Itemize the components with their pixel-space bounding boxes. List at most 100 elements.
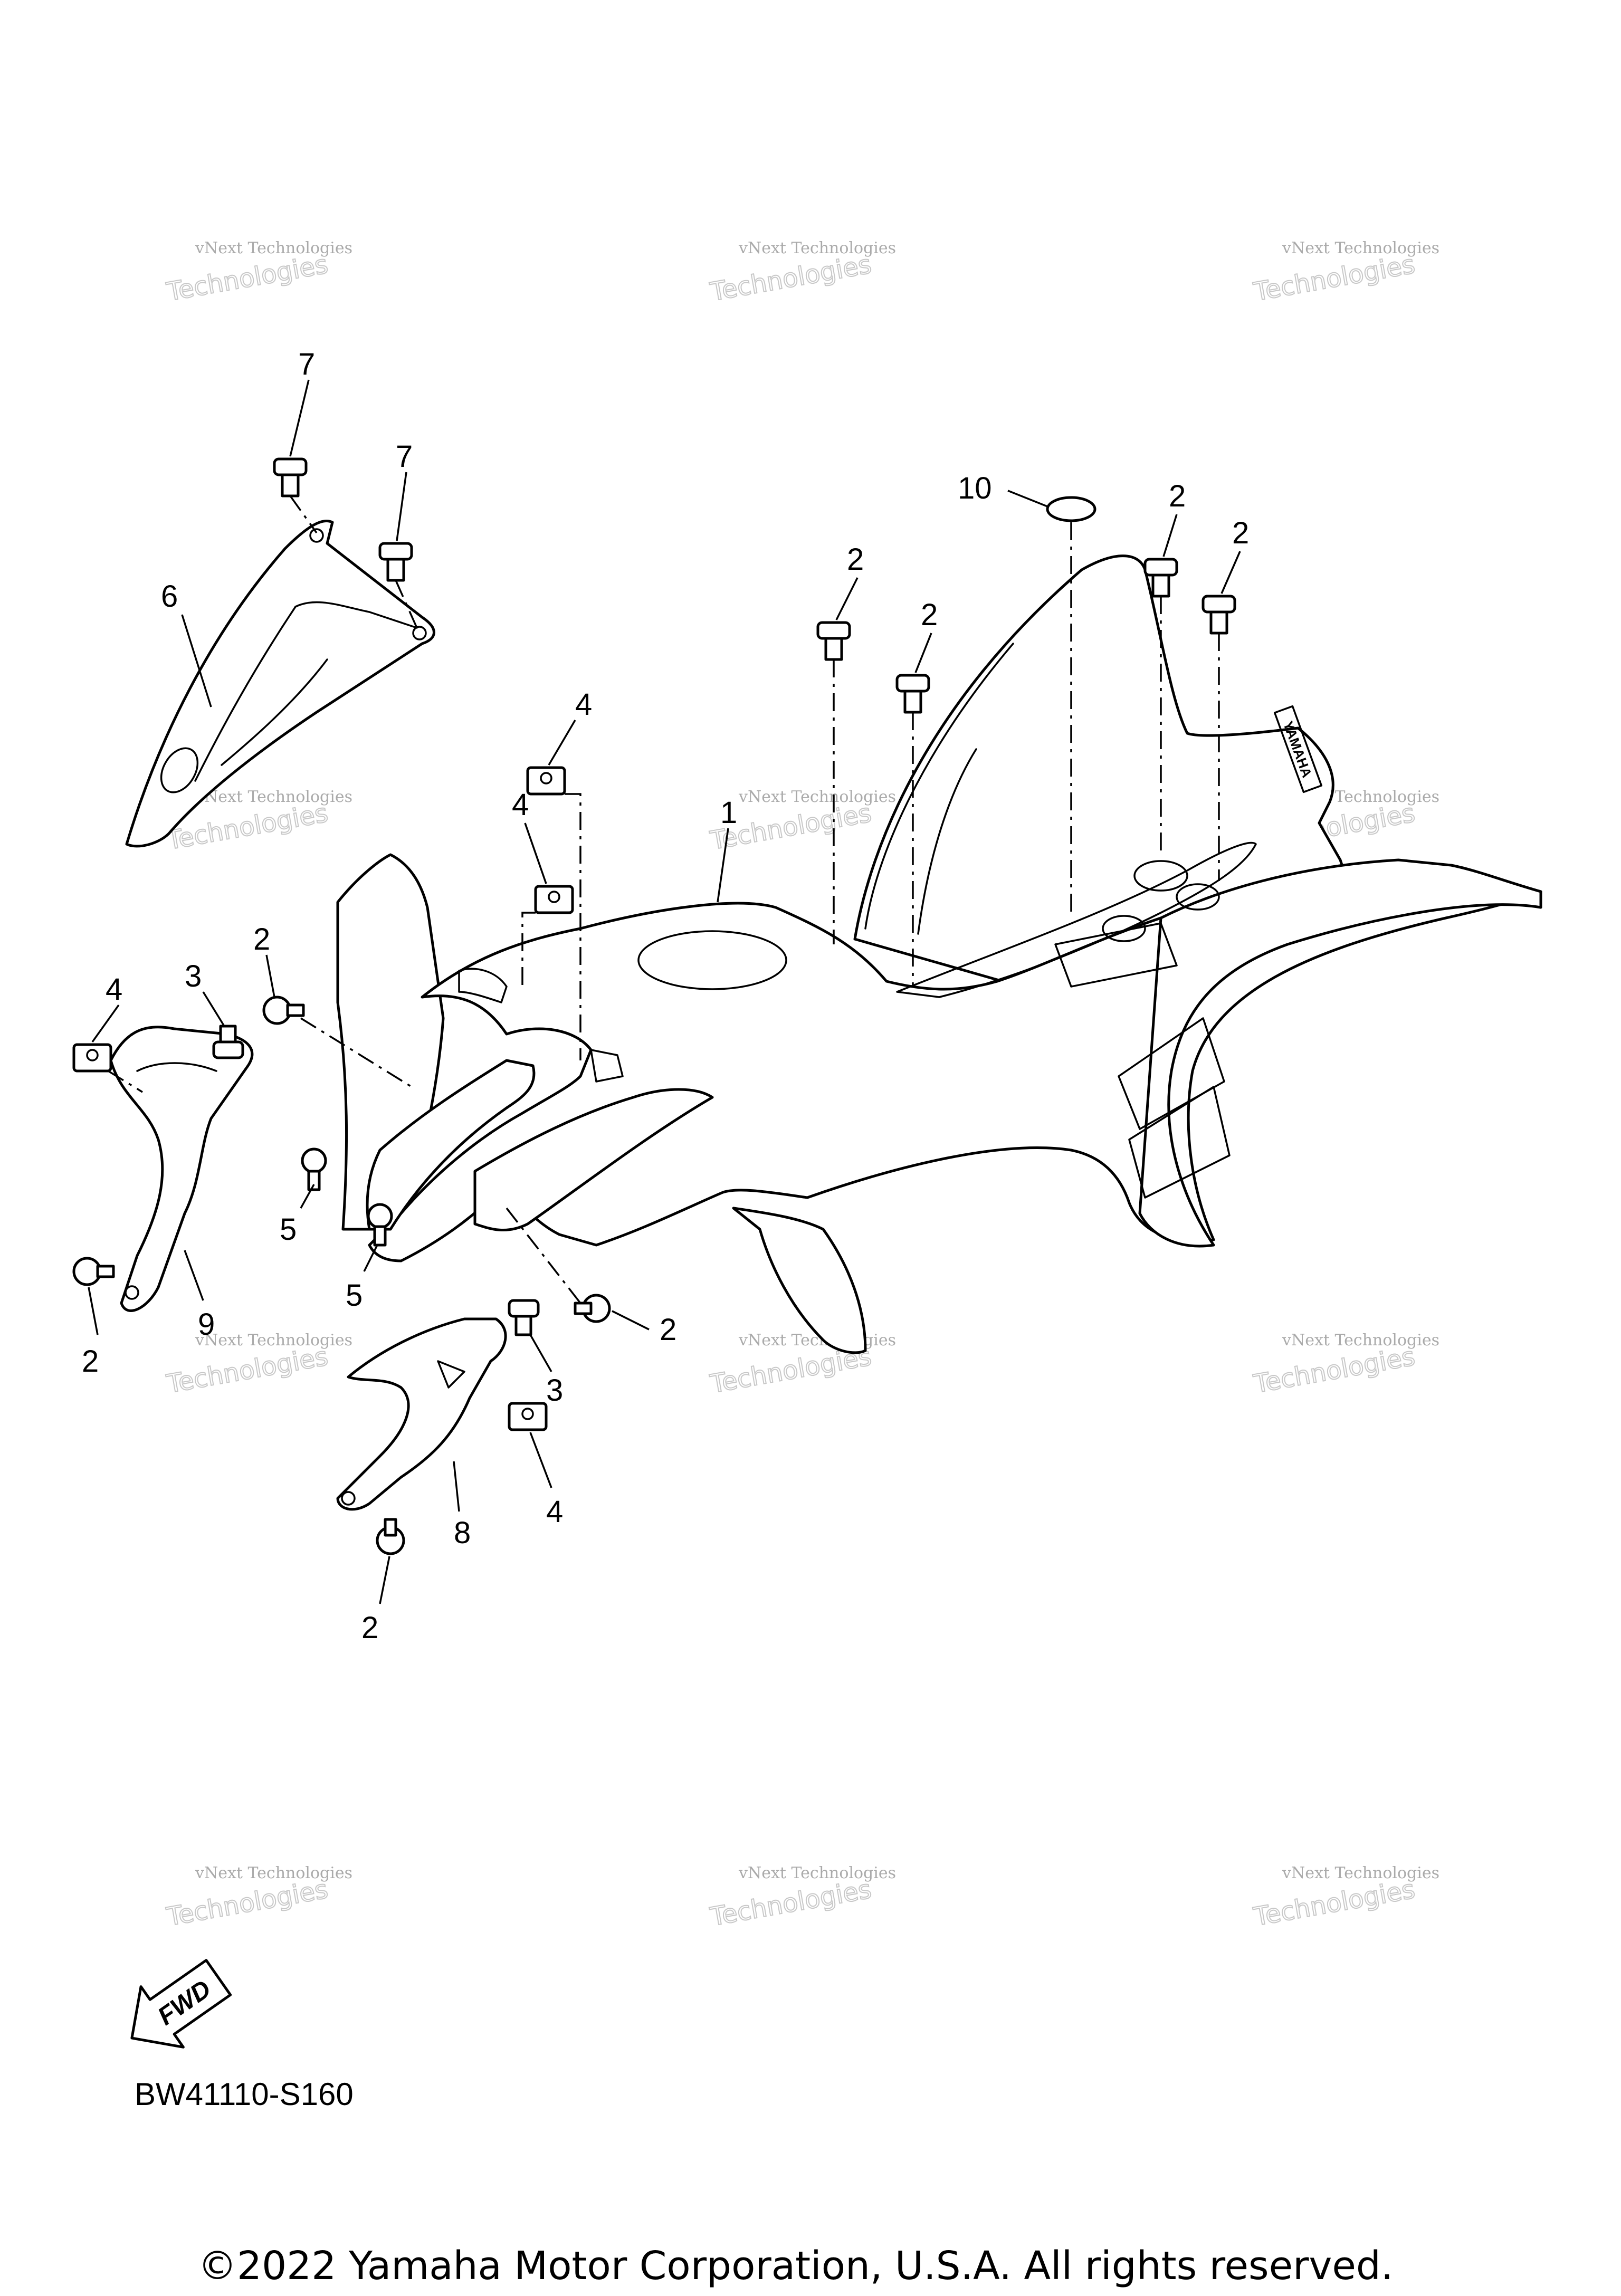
callout-2: 2 — [1169, 479, 1186, 513]
front-cover-crease-2 — [221, 658, 328, 766]
clip-4d[interactable] — [508, 1402, 548, 1431]
assembly-line — [395, 580, 418, 628]
callout-labels: 7 7 6 10 2 2 2 2 4 4 1 2 3 4 5 5 2 9 2 3… — [82, 347, 1249, 1645]
callout-2: 2 — [253, 922, 270, 956]
right-guard-shell — [336, 1317, 507, 1511]
right-guard-bolt-hole — [341, 1491, 356, 1506]
clip-hole — [548, 891, 560, 903]
leader-line — [1220, 551, 1241, 594]
right-side-guard-part[interactable] — [336, 1317, 507, 1511]
bolt-head — [378, 542, 413, 561]
bolt-shank — [286, 1003, 305, 1017]
seat-back-crease — [864, 643, 1014, 930]
watermark-text: vNext Technologies — [1282, 1864, 1439, 1882]
clip-4c[interactable] — [72, 1043, 112, 1073]
watermark-text: vNext Technologies — [195, 1864, 352, 1882]
bolt-2-side-2[interactable] — [72, 1257, 115, 1286]
screw-3b[interactable] — [508, 1299, 540, 1336]
watermark-text-large: Technologies — [164, 1874, 330, 1932]
bolt-7a[interactable] — [273, 457, 308, 498]
rear-mudflap — [732, 1207, 867, 1354]
clip-4b[interactable] — [534, 885, 574, 914]
bolt-2-top-3[interactable] — [1143, 558, 1178, 598]
screw-head — [508, 1299, 540, 1318]
tool-tray — [1054, 922, 1178, 988]
copyright-notice: ©2022 Yamaha Motor Corporation, U.S.A. A… — [198, 2243, 1393, 2289]
leader-line — [181, 614, 212, 707]
clip-hole — [540, 772, 552, 785]
leader-line — [363, 1245, 378, 1272]
clip-body — [534, 885, 574, 914]
watermark-text: vNext Technologies — [195, 1331, 352, 1350]
watermark-text: vNext Technologies — [738, 1864, 896, 1882]
screw-3a[interactable] — [212, 1025, 244, 1059]
watermark-text-large: Technologies — [1251, 1342, 1417, 1399]
bolt-shank — [384, 1518, 397, 1537]
callout-2: 2 — [82, 1344, 99, 1379]
callout-4: 4 — [106, 972, 122, 1007]
left-side-guard-part[interactable] — [109, 1026, 254, 1312]
clip-hole — [521, 1408, 534, 1420]
front-cover-light-hole — [160, 747, 199, 793]
leader-line — [88, 1287, 99, 1335]
watermark-bottom-left: Technologies vNext Technologies — [164, 1864, 352, 1933]
leader-line — [529, 1432, 552, 1488]
bolt-2-top-2[interactable] — [895, 674, 930, 714]
watermark-text-large: Technologies — [164, 250, 330, 307]
bolt-shank — [903, 690, 922, 714]
callout-2: 2 — [361, 1611, 378, 1645]
watermark-text-large: Technologies — [708, 250, 873, 307]
screw-shank — [219, 1025, 237, 1044]
tank-recess — [637, 930, 787, 990]
assembly-lines — [108, 495, 1220, 1304]
side-tab — [590, 1049, 624, 1083]
leader-line — [265, 954, 275, 998]
left-guard-bolt-hole — [125, 1285, 139, 1300]
watermark-text: vNext Technologies — [195, 239, 352, 257]
screw-5b[interactable] — [367, 1203, 393, 1247]
screw-head — [212, 1040, 244, 1059]
screw-5a[interactable] — [301, 1147, 327, 1191]
leader-line — [1162, 514, 1178, 557]
bolt-shank — [386, 558, 405, 582]
screw-head — [301, 1147, 327, 1174]
assembly-line — [300, 1017, 412, 1088]
front-cover-bolt-hole-2 — [412, 626, 427, 640]
watermark-bottom-right: Technologies vNext Technologies — [1251, 1864, 1439, 1933]
front-cover-part[interactable] — [125, 519, 435, 848]
bolt-2-side-1[interactable] — [262, 996, 305, 1025]
grommet-10[interactable] — [1046, 496, 1096, 522]
bolt-shank — [281, 473, 300, 498]
bolt-2-side-3[interactable] — [574, 1294, 611, 1323]
rear-wheel-arch — [1138, 858, 1542, 1248]
seat-hole-3 — [1102, 915, 1146, 942]
assembly-line — [108, 1070, 143, 1093]
main-fender-part[interactable]: YAMAHA — [336, 554, 1542, 1354]
bolt-shank — [824, 637, 843, 661]
leader-line — [396, 472, 407, 541]
callout-7: 7 — [396, 439, 413, 474]
bolt-shank — [1151, 573, 1170, 598]
bolt-2-side-4[interactable] — [376, 1518, 405, 1555]
watermark-top-center: Technologies vNext Technologies — [707, 239, 896, 308]
clip-4a[interactable] — [526, 766, 566, 796]
leader-line — [453, 1461, 460, 1512]
callout-7: 7 — [298, 347, 315, 381]
watermark-text-large: Technologies — [1251, 1874, 1417, 1932]
leader-line — [300, 1184, 315, 1209]
leader-line — [548, 720, 576, 766]
callout-10: 10 — [958, 471, 992, 505]
assembly-line — [289, 495, 318, 534]
bolt-7b[interactable] — [378, 542, 413, 582]
watermark-low-left: Technologies vNext Technologies — [164, 1331, 352, 1400]
callout-4: 4 — [546, 1495, 563, 1529]
bolt-2-top-1[interactable] — [816, 621, 851, 661]
clip-hole — [86, 1049, 99, 1061]
right-guard-arrow — [437, 1360, 465, 1389]
front-cover-crease — [194, 606, 297, 782]
watermark-text: vNext Technologies — [1282, 239, 1439, 257]
bolt-2-top-4[interactable] — [1202, 595, 1236, 635]
watermark-text: vNext Technologies — [195, 788, 352, 806]
screw-shank — [307, 1170, 321, 1191]
